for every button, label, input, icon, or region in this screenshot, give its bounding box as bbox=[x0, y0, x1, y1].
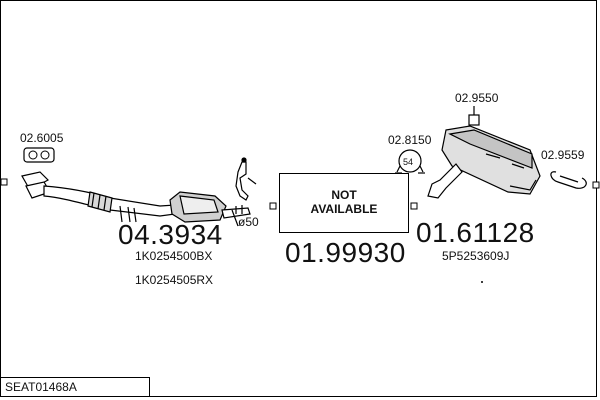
gasket-icon bbox=[23, 147, 55, 163]
rubber-mount-code-2[interactable]: 02.9559 bbox=[541, 148, 585, 162]
clamp-code[interactable]: 02.8150 bbox=[388, 133, 432, 147]
clamp-icon bbox=[395, 149, 425, 174]
front-pipe-code[interactable]: 04.3934 bbox=[118, 219, 223, 250]
front-pipe-ref-1: 1K0254500BX bbox=[135, 249, 213, 263]
middle-silencer-code[interactable]: 01.99930 bbox=[285, 237, 406, 268]
rear-silencer-code[interactable]: 01.61128 bbox=[416, 217, 535, 248]
not-available-box: NOT AVAILABLE bbox=[279, 173, 409, 233]
diameter-label: ø50 bbox=[238, 215, 259, 229]
front-pipe-ref-2: 1K0254505RX bbox=[135, 273, 214, 287]
not-available-line2: AVAILABLE bbox=[310, 202, 378, 216]
joint-marker-left bbox=[269, 202, 277, 210]
rubber-mount-icon bbox=[550, 171, 587, 189]
rubber-mount-code-1[interactable]: 02.9550 bbox=[455, 91, 499, 105]
not-available-line1: NOT bbox=[331, 188, 357, 202]
diagram-code-box: SEAT01468A bbox=[0, 377, 150, 397]
clamp-size-label: 54 bbox=[403, 157, 414, 167]
left-end-marker bbox=[0, 178, 8, 186]
rear-silencer-icon bbox=[427, 106, 541, 199]
joint-marker-right bbox=[410, 202, 418, 210]
front-pipe-icon bbox=[21, 157, 257, 227]
right-end-marker bbox=[592, 181, 600, 189]
gasket-code[interactable]: 02.6005 bbox=[20, 131, 64, 145]
rear-silencer-ref: 5P5253609J bbox=[442, 249, 510, 263]
diagram-code: SEAT01468A bbox=[5, 380, 77, 394]
reference-dot bbox=[481, 281, 483, 283]
